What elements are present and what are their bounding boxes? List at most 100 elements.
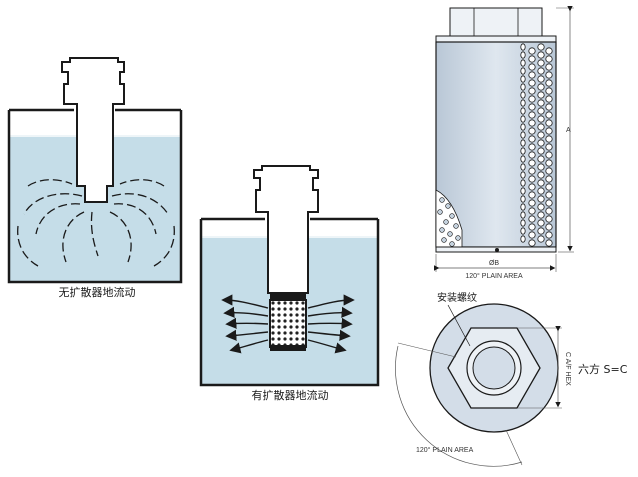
perforation-hole	[520, 83, 526, 91]
perforation-hole	[520, 107, 526, 115]
perforation-hole	[520, 131, 526, 139]
diffused-flow-arrows-left	[221, 294, 269, 354]
turbulent-flow-lines	[17, 179, 175, 267]
perforation-hole	[545, 223, 553, 231]
perforation-hole	[537, 83, 545, 91]
perforation-hole	[520, 91, 526, 99]
perforation-hole	[537, 147, 545, 155]
perforation-hole	[545, 95, 553, 103]
perforation-hole	[537, 187, 545, 195]
middle-filter-body	[253, 165, 319, 294]
perforation-hole	[545, 79, 553, 87]
perforation-hole	[537, 115, 545, 123]
perforation-hole	[545, 103, 553, 111]
perforation-hole	[520, 59, 526, 67]
thread-leader	[447, 304, 471, 347]
perforation-hole	[545, 119, 553, 127]
diffuser-cap	[270, 293, 306, 300]
cflat-label: C A/F HEX	[564, 352, 571, 386]
perforation-hole	[537, 91, 545, 99]
perforation-hole	[528, 111, 536, 119]
perforation-hole	[545, 167, 553, 175]
side-plain-area-label: 120° PLAIN AREA	[465, 272, 523, 280]
perforation-hole	[528, 143, 536, 151]
perforation-hole	[520, 195, 526, 203]
perforation-hole	[545, 135, 553, 143]
perforation-hole	[528, 135, 536, 143]
cutaway-mesh-dot	[455, 235, 461, 241]
perforation-hole	[520, 51, 526, 59]
perforation-hole	[545, 47, 553, 55]
perforation-hole	[545, 71, 553, 79]
cutaway-mesh-dot	[443, 219, 449, 225]
perforation-hole	[537, 99, 545, 107]
perforation-hole	[537, 163, 545, 171]
perforation-hole	[528, 55, 536, 63]
perforation-hole	[528, 119, 536, 127]
perforation-hole	[528, 79, 536, 87]
perforation-hole	[545, 127, 553, 135]
perforation-hole	[520, 139, 526, 147]
perforation-hole	[528, 239, 536, 247]
dimension-a-label: A	[566, 127, 571, 134]
perforation-hole	[528, 183, 536, 191]
perforation-hole	[545, 159, 553, 167]
perforation-hole	[520, 227, 526, 235]
perforation-hole	[528, 71, 536, 79]
filter-top-view: 安装螺纹 C A/F HEX 六方 S=C 120° PLAIN AREA	[395, 291, 628, 467]
thread-label: 安装螺纹	[437, 291, 477, 304]
perforation-hole	[537, 155, 545, 163]
perforation-hole	[537, 235, 545, 243]
perforation-hole	[520, 115, 526, 123]
perforation-hole	[528, 95, 536, 103]
perforation-hole	[528, 167, 536, 175]
hex-size-label: 六方 S=C	[578, 362, 628, 376]
perforation-hole	[537, 203, 545, 211]
perforation-hole	[545, 191, 553, 199]
perforation-hole	[537, 171, 545, 179]
perforation-hole	[520, 235, 526, 243]
perforation-hole	[520, 67, 526, 75]
perforation-hole	[520, 75, 526, 83]
perforation-hole	[520, 187, 526, 195]
perforation-hole	[528, 223, 536, 231]
perforation-hole	[520, 155, 526, 163]
perforation-hole	[545, 87, 553, 95]
perforation-hole	[528, 47, 536, 55]
perforation-hole	[520, 43, 526, 51]
perforation-hole	[537, 123, 545, 131]
perforation-hole	[545, 207, 553, 215]
left-tank-wall	[7, 110, 183, 284]
perforation-hole	[537, 43, 545, 51]
perforation-hole	[528, 127, 536, 135]
perforation-hole	[545, 231, 553, 239]
perforation-hole	[520, 219, 526, 227]
perforation-hole	[545, 175, 553, 183]
perforation-hole	[520, 163, 526, 171]
perforation-hole	[528, 207, 536, 215]
perforation-hole	[520, 147, 526, 155]
diffuser-mesh	[269, 299, 307, 348]
perforation-hole	[528, 159, 536, 167]
cutaway-mesh-dot	[439, 227, 445, 233]
perforation-hole	[537, 107, 545, 115]
perforation-hole	[545, 199, 553, 207]
perforation-hole	[528, 175, 536, 183]
perforation-hole	[545, 151, 553, 159]
perforation-hole	[528, 103, 536, 111]
cutaway-mesh-dot	[449, 241, 455, 247]
perforation-hole	[545, 55, 553, 63]
middle-tank-caption: 有扩散器地流动	[252, 388, 329, 402]
perforation-hole	[528, 87, 536, 95]
diffuser-base	[270, 345, 306, 351]
perforation-hole	[537, 195, 545, 203]
perforation-hole	[520, 99, 526, 107]
cutaway-mesh-dot	[445, 203, 451, 209]
cutaway-mesh-dot	[447, 231, 453, 237]
left-tank-caption: 无扩散器地流动	[59, 285, 136, 299]
perforation-hole	[545, 143, 553, 151]
perforation-hole	[528, 199, 536, 207]
perforation-hole	[520, 123, 526, 131]
perforation-hole	[537, 67, 545, 75]
perforation-hole	[520, 203, 526, 211]
